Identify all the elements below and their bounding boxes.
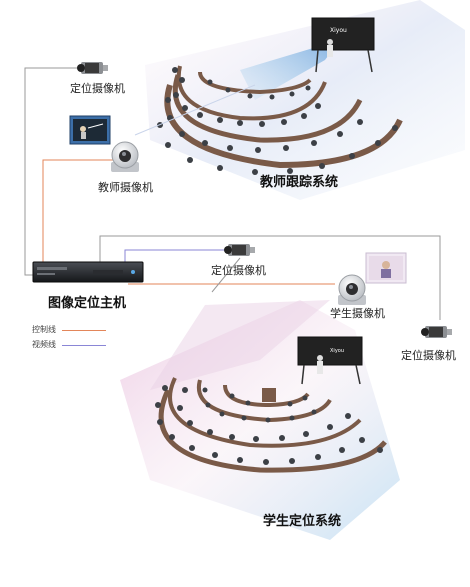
teacher-camera-label: 教师摄像机: [98, 181, 153, 194]
legend-control: 控制线: [32, 326, 106, 334]
legend-control-label: 控制线: [32, 325, 56, 334]
student-system-title: 学生定位系统: [263, 514, 342, 529]
student-monitor-icon: [365, 252, 407, 284]
legend-video-label: 视频线: [32, 340, 56, 349]
svg-text:Xiyou: Xiyou: [330, 27, 347, 34]
positioning-camera-mid-label: 定位摄像机: [211, 264, 266, 277]
teacher-figure-top: [327, 39, 333, 57]
tracking-beam: [240, 40, 340, 100]
positioning-camera-top-icon: [77, 62, 108, 74]
podium: [262, 388, 276, 402]
control-line-teacher: [42, 159, 117, 268]
positioning-camera-top-label: 定位摄像机: [70, 82, 125, 95]
legend-video: 视频线: [32, 341, 106, 349]
host-unit-icon: [32, 261, 144, 283]
blackboard-top: Xiyou: [311, 17, 375, 73]
teacher-figure-bottom: [317, 355, 323, 374]
teacher-classroom: Xiyou: [157, 17, 403, 175]
connection-lines: [24, 67, 441, 320]
host-label: 图像定位主机: [48, 296, 127, 311]
legend-control-swatch: [62, 329, 106, 331]
teacher-room-glow: [145, 0, 465, 200]
blackboard-bottom: Xiyou: [297, 336, 363, 385]
positioning-camera-right-icon: [421, 326, 452, 338]
student-camera-icon: [338, 274, 366, 305]
teacher-monitor-icon: [69, 115, 111, 145]
student-classroom: Xiyou: [155, 336, 387, 473]
positioning-camera-right-label: 定位摄像机: [401, 349, 456, 362]
gray-line-student: [99, 235, 441, 320]
student-camera-label: 学生摄像机: [330, 307, 385, 320]
gray-line-top-camera: [24, 67, 98, 276]
positioning-camera-mid-icon: [224, 244, 255, 256]
svg-text:Xiyou: Xiyou: [330, 348, 344, 354]
teacher-camera-icon: [111, 141, 139, 172]
teacher-system-title: 教师跟踪系统: [260, 175, 339, 190]
legend-video-swatch: [62, 344, 106, 346]
